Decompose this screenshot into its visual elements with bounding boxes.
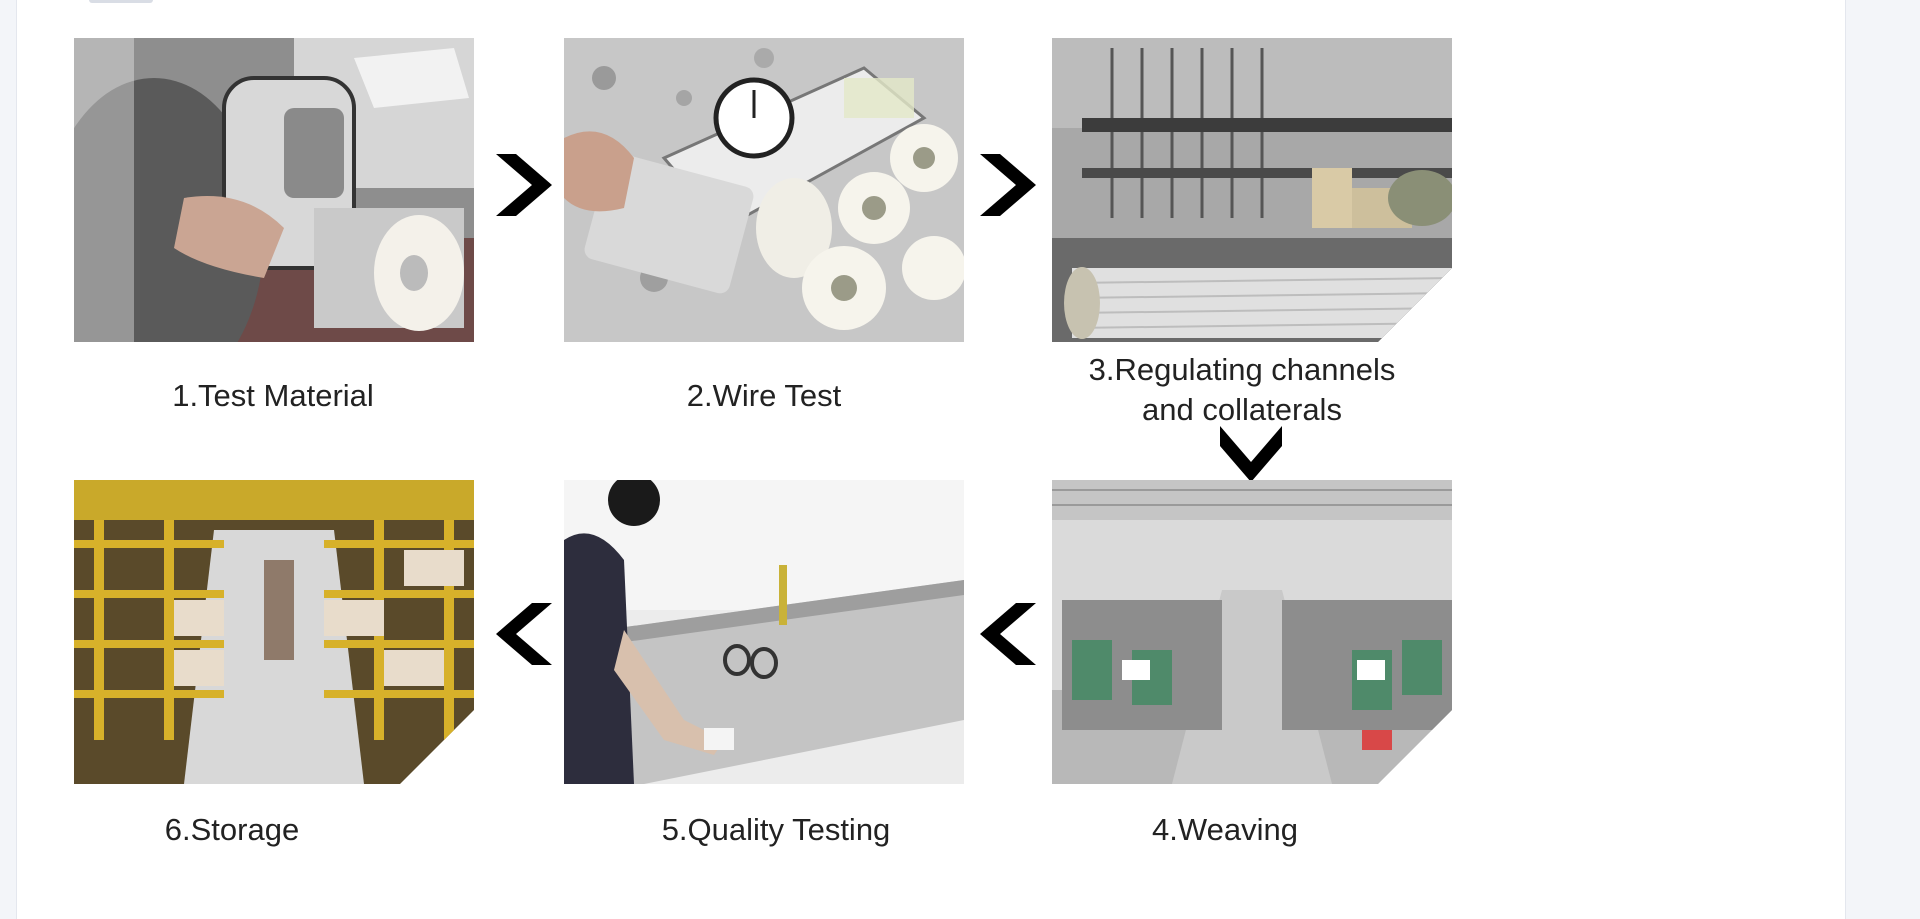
step-1-photo xyxy=(74,38,474,342)
chevron-left-icon xyxy=(980,603,1036,665)
step-5-photo xyxy=(564,480,964,784)
chevron-right-icon xyxy=(496,154,552,216)
step-4-label: 4.Weaving xyxy=(1152,812,1298,847)
step-1-label: 1.Test Material xyxy=(172,378,374,413)
step-6-photo xyxy=(74,480,474,784)
chevron-left-icon xyxy=(496,603,552,665)
chevron-down-icon xyxy=(1220,426,1282,482)
step-3-photo xyxy=(1052,38,1452,342)
step-2-photo xyxy=(564,38,964,342)
step-6-label: 6.Storage xyxy=(164,812,300,847)
step-2-label: 2.Wire Test xyxy=(686,378,842,413)
chevron-right-icon xyxy=(980,154,1036,216)
step-3-label: 3.Regulating channels and collaterals xyxy=(1088,352,1396,427)
step-4-photo xyxy=(1052,480,1452,784)
top-tab-edge xyxy=(89,0,153,3)
step-5-label: 5.Quality Testing xyxy=(661,812,891,847)
